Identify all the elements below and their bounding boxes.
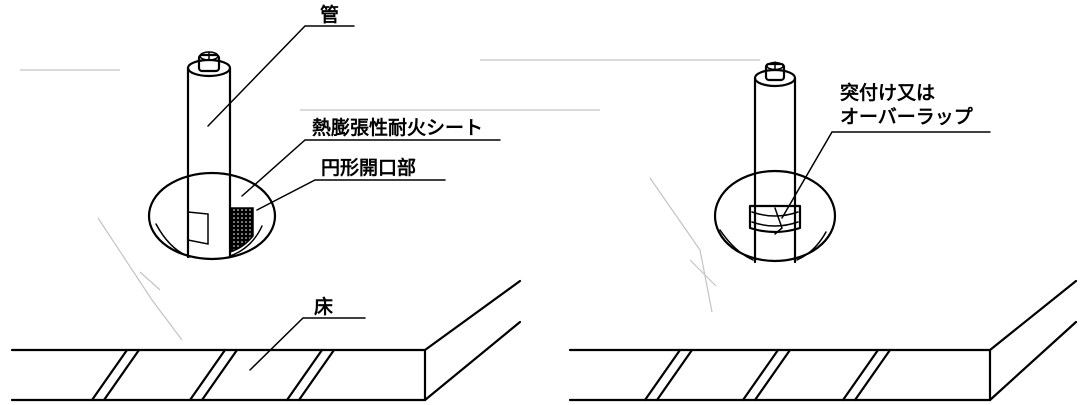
left-fire-sheet [229,207,254,254]
right-leader-lines [781,131,991,219]
left-floor-slab [10,279,522,402]
label-floor: 床 [314,296,334,318]
label-circular-opening: 円形開口部 [321,157,417,179]
label-joint-line2: オーバーラップ [840,106,973,128]
label-fire-sheet: 熱膨張性耐火シート [312,117,484,139]
right-wrapped-sheet [748,204,802,235]
label-joint-line1: 突付け又は [840,82,936,104]
bleed-through-marks [20,59,760,341]
left-circular-opening [147,171,277,261]
left-pipe [186,51,232,259]
right-circular-opening [713,169,837,263]
label-pipe: 管 [320,4,340,26]
right-pipe [753,61,797,264]
left-leader-lines [207,25,501,371]
right-floor-slab [568,279,1078,402]
